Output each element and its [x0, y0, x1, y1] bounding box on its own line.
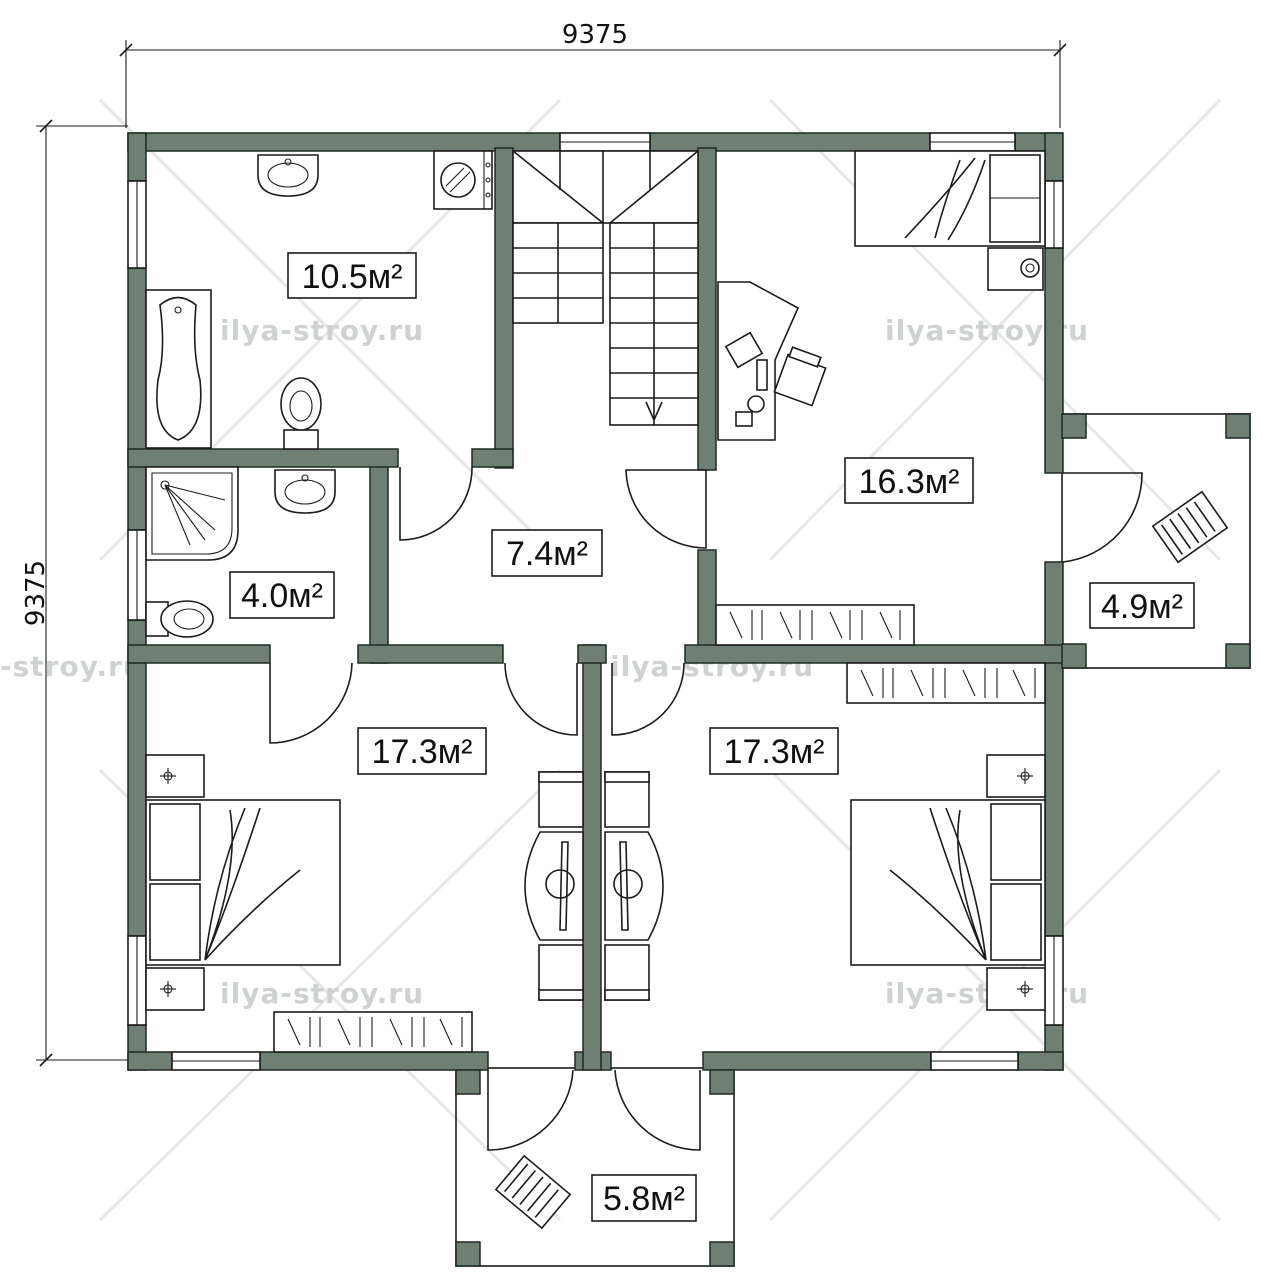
office-bedroom-furniture — [715, 150, 1046, 646]
table-right-icon — [604, 831, 664, 941]
room-area-hall: 7.4м² — [506, 535, 588, 573]
monitor-icon — [724, 331, 764, 369]
sink-icon — [274, 469, 336, 514]
windows — [127, 132, 1064, 1071]
area-labels: 10.5м² 4.0м² 7.4м² 16.3м² 4.9м² 17.3м² 1… — [229, 252, 1195, 1222]
deck-chair-east — [1151, 490, 1229, 564]
height-label: 9375 — [21, 560, 51, 626]
staircase — [512, 150, 699, 426]
bedroom-left-furniture — [145, 754, 473, 1053]
room-area-bedroom-right: 17.3м² — [724, 733, 825, 771]
nightstand-icon — [987, 247, 1044, 291]
doors — [269, 466, 1143, 1151]
room-area-shower-room: 4.0м² — [241, 577, 323, 615]
table-left-icon — [524, 831, 584, 941]
width-label: 9375 — [562, 20, 628, 50]
shower-tray-icon — [145, 466, 239, 561]
nightstand-icon — [986, 754, 1046, 798]
dining-set — [524, 771, 664, 1001]
shower-room-fixtures — [145, 466, 336, 638]
dimension-width: 9375 — [119, 20, 1067, 128]
room-area-office-bedroom: 16.3м² — [859, 463, 960, 501]
bedroom-right-furniture — [846, 662, 1046, 1011]
deck-chair-south — [494, 1154, 572, 1230]
nightstand-icon — [145, 967, 205, 1011]
watermark-text: ilya-stroy.ru — [220, 314, 424, 347]
wardrobe-icon — [273, 1011, 473, 1053]
wardrobe-icon — [715, 604, 915, 646]
bathtub-icon — [145, 289, 212, 449]
room-area-bathroom: 10.5м² — [302, 258, 403, 296]
nightstand-icon — [986, 967, 1046, 1011]
room-area-balcony-south: 5.8м² — [603, 1180, 685, 1218]
watermark-text: ilya-stroy.ru — [220, 977, 424, 1010]
washing-machine-icon — [433, 150, 493, 210]
wardrobe-icon — [846, 662, 1046, 704]
phone-icon — [735, 411, 753, 427]
dimension-height: 9375 — [21, 119, 128, 1067]
bathroom-fixtures — [145, 150, 493, 450]
toilet-icon — [283, 429, 319, 450]
room-area-balcony-east: 4.9м² — [1101, 588, 1183, 626]
watermark-text-partial: -stroy.ru — [0, 650, 144, 683]
room-area-bedroom-left: 17.3м² — [372, 733, 473, 771]
sink-icon — [257, 154, 319, 197]
